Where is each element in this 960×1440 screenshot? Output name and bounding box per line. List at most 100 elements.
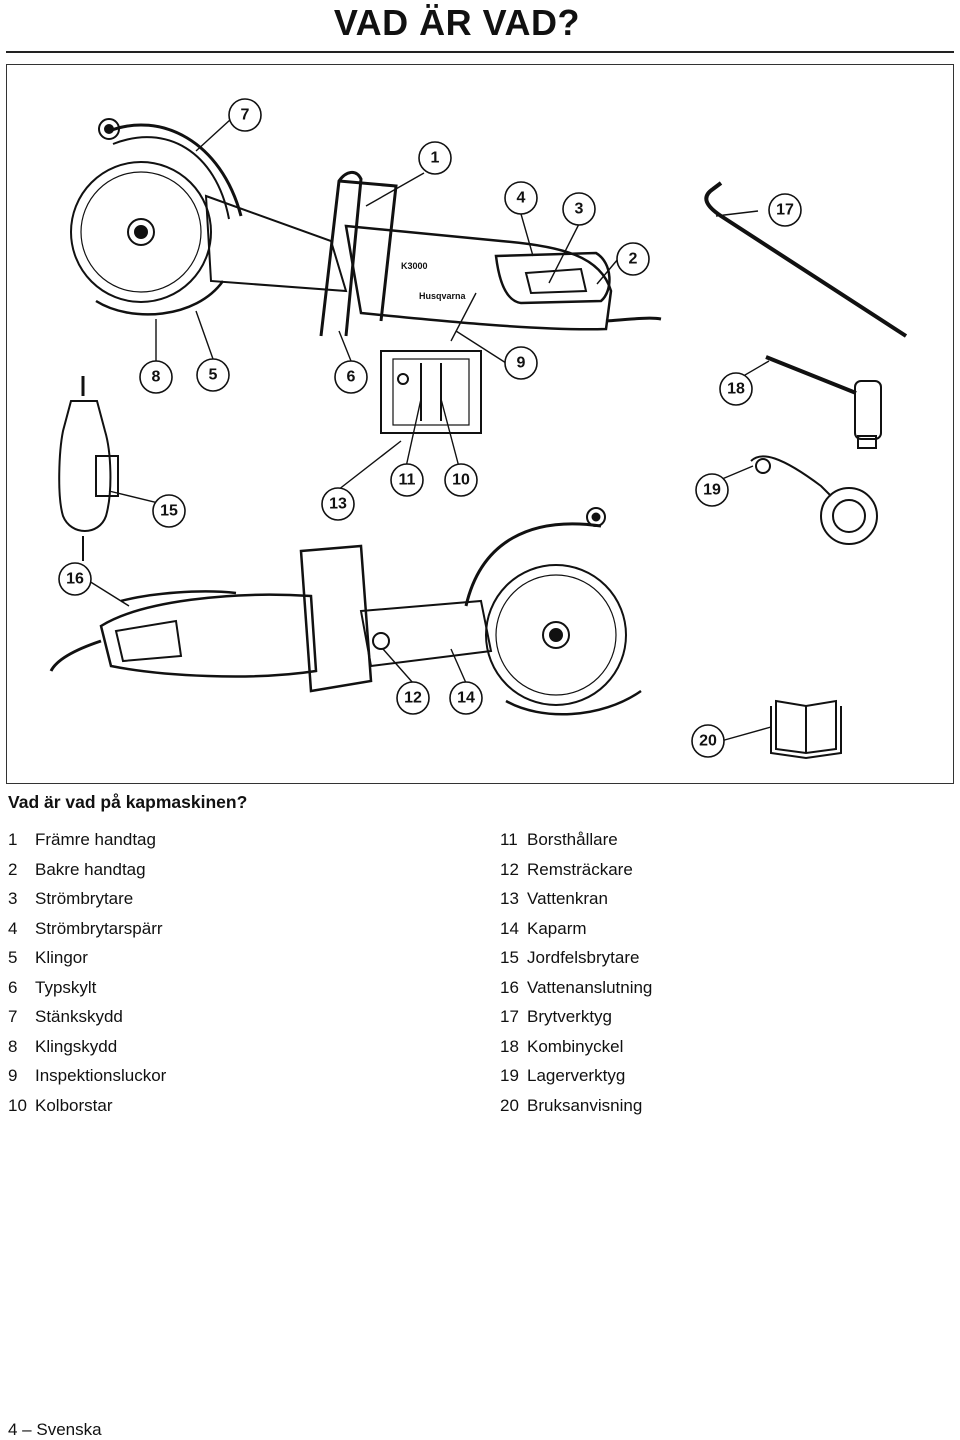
callout-19: 19 (695, 473, 729, 507)
legend-number: 15 (500, 948, 519, 967)
legend-number: 8 (8, 1036, 18, 1056)
legend-label: Strömbrytarspärr (35, 918, 163, 938)
legend-number: 11 (500, 830, 518, 849)
legend-number: 13 (500, 889, 519, 908)
legend-item: 19 Lagerverktyg (500, 1066, 652, 1096)
svg-text:5: 5 (209, 367, 218, 384)
legend-number: 3 (8, 889, 18, 908)
breaking-tool-drawing (704, 181, 908, 338)
earth-breaker-drawing (58, 376, 119, 561)
svg-text:4: 4 (517, 190, 526, 207)
legend-item: 6 Typskylt (8, 978, 166, 1008)
svg-text:20: 20 (699, 733, 717, 750)
callout-13: 13 (321, 487, 355, 521)
legend-number: 17 (500, 1007, 519, 1026)
callout-17: 17 (768, 193, 802, 227)
callout-8: 8 (139, 360, 173, 394)
legend-number: 7 (8, 1007, 18, 1026)
legend-label: Lagerverktyg (527, 1066, 626, 1085)
legend-label: Bruksanvisning (527, 1095, 643, 1115)
callout-15: 15 (152, 494, 186, 528)
callout-10: 10 (444, 463, 478, 497)
parts-legend-right: 11 Borsthållare 12 Remsträckare 13 Vattenkr… (500, 830, 652, 1125)
legend-number: 4 (8, 918, 18, 938)
svg-text:12: 12 (404, 690, 422, 707)
callout-9: 9 (504, 346, 538, 380)
manual-book-drawing (770, 699, 842, 760)
legend-number: 1 (8, 830, 18, 849)
page-title: VAD ÄR VAD? (333, 2, 580, 43)
legend-number: 2 (8, 859, 18, 879)
legend-label: Remsträckare (527, 859, 633, 879)
callout-11: 11 (390, 463, 424, 497)
legend-label: Typskylt (35, 977, 97, 997)
model-label: K3000 (401, 261, 428, 271)
legend-label: Bakre handtag (35, 859, 146, 879)
svg-text:15: 15 (160, 503, 178, 520)
legend-item: 4 Strömbrytarspärr (8, 919, 166, 949)
legend-number: 14 (500, 918, 519, 938)
legend-label: Borsthållare (527, 830, 618, 849)
svg-text:11: 11 (399, 472, 416, 489)
svg-text:8: 8 (152, 369, 161, 386)
callout-5: 5 (196, 358, 230, 392)
svg-text:6: 6 (347, 369, 356, 386)
legend-label: Brytverktyg (527, 1007, 613, 1026)
svg-text:17: 17 (776, 202, 794, 219)
callout-12: 12 (396, 681, 430, 715)
callout-14: 14 (449, 681, 483, 715)
legend-item: 7 Stänkskydd (8, 1007, 166, 1037)
brush-inspection-inset (380, 292, 482, 434)
svg-text:3: 3 (575, 201, 584, 218)
saw-upper-illustration: K3000 Husqvarna (70, 118, 662, 337)
legend-number: 16 (500, 977, 519, 997)
legend-item: 11 Borsthållare (500, 830, 652, 860)
callout-18: 18 (719, 372, 753, 406)
legend-item: 13 Vattenkran (500, 889, 652, 919)
svg-text:1: 1 (431, 150, 440, 167)
legend-item: 17 Brytverktyg (500, 1007, 652, 1037)
legend-label: Kombinyckel (527, 1036, 624, 1056)
callout-2: 2 (616, 242, 650, 276)
svg-text:10: 10 (452, 472, 470, 489)
combination-key-drawing (765, 355, 882, 449)
legend-label: Kolborstar (35, 1095, 113, 1115)
title-rule (6, 51, 954, 53)
svg-text:7: 7 (241, 107, 250, 124)
callout-7: 7 (228, 98, 262, 132)
legend-label: Främre handtag (35, 830, 156, 849)
legend-label: Vattenkran (527, 889, 608, 908)
parts-illustration: K3000 Husqvarna (6, 64, 954, 784)
legend-label: Klingor (35, 948, 88, 967)
legend-item: 1 Främre handtag (8, 830, 166, 860)
callout-16: 16 (58, 562, 92, 596)
saw-lower-illustration (49, 507, 642, 716)
legend-number: 12 (500, 859, 519, 879)
blade-upper (70, 161, 212, 303)
legend-item: 14 Kaparm (500, 919, 652, 949)
legend-number: 9 (8, 1066, 18, 1085)
legend-number: 19 (500, 1066, 519, 1085)
callout-3: 3 (562, 192, 596, 226)
page-footer: 4 – Svenska (8, 1420, 102, 1439)
legend-label: Kaparm (527, 918, 587, 938)
legend-label: Stänkskydd (35, 1007, 123, 1026)
callout-4: 4 (504, 181, 538, 215)
svg-text:2: 2 (629, 251, 638, 268)
legend-number: 6 (8, 977, 18, 997)
legend-item: 2 Bakre handtag (8, 860, 166, 890)
svg-text:13: 13 (329, 496, 347, 513)
legend-label: Strömbrytare (35, 889, 134, 908)
leader-lines (88, 118, 772, 742)
svg-text:18: 18 (727, 381, 745, 398)
bearing-tool-drawing (750, 455, 878, 545)
